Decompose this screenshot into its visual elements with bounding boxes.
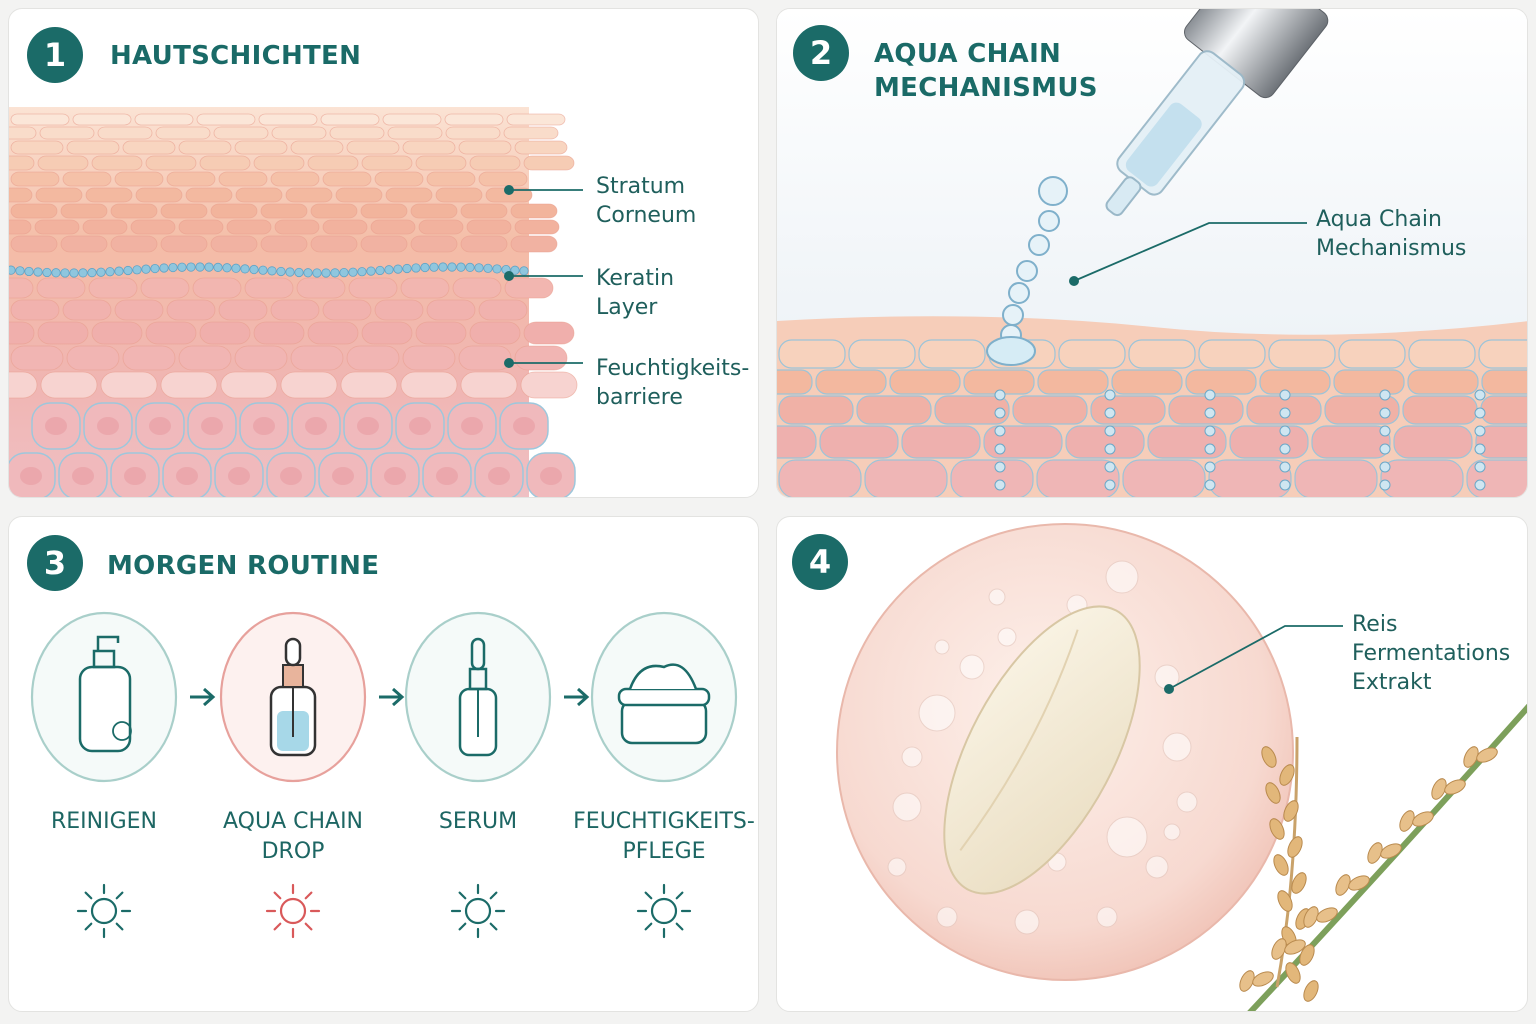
cream-jar-icon xyxy=(617,663,711,745)
arrow-icon xyxy=(190,687,216,707)
rice-stalk xyxy=(1239,703,1527,1011)
serum-bottle-step xyxy=(404,611,552,783)
moisture-bead-line xyxy=(9,262,529,278)
routine-steps-illustration xyxy=(30,611,738,939)
label-leader xyxy=(1164,625,1343,694)
step-label-cleanse: REINIGEN xyxy=(50,809,158,834)
step-label-serum: SERUM xyxy=(438,809,518,834)
step-label-moisturize: FEUCHTIGKEITS-PFLEGE xyxy=(573,809,755,864)
skin-cross-section xyxy=(9,107,578,497)
epidermis-cells xyxy=(9,113,578,399)
step-number-badge: 1 xyxy=(27,27,83,83)
sun-icon xyxy=(265,883,321,939)
dropper-bottle-step xyxy=(219,611,367,783)
cleanser-bottle-icon xyxy=(78,635,132,753)
sun-icon xyxy=(636,883,692,939)
dropper-bottle-icon xyxy=(269,637,317,757)
serum-bottle-icon xyxy=(458,637,498,757)
water-channels xyxy=(994,389,1486,491)
step-number-badge: 4 xyxy=(792,534,848,590)
aqua-chain-illustration xyxy=(777,9,1527,497)
cleanser-bottle-step xyxy=(30,611,178,783)
skin-layers-illustration xyxy=(9,107,583,497)
skin-surface xyxy=(777,316,1527,497)
dropper-pipette xyxy=(1105,9,1329,217)
sun-icon xyxy=(450,883,506,939)
step-number-badge: 3 xyxy=(27,535,83,591)
rice-extract-illustration xyxy=(836,523,1527,1011)
step-number-badge: 2 xyxy=(793,25,849,81)
sun-icon xyxy=(76,883,132,939)
arrow-icon xyxy=(564,687,590,707)
label-leader xyxy=(1069,222,1307,286)
label-leaders xyxy=(504,185,583,368)
label-moisture-barrier: Feuchtigkeits-barriere xyxy=(596,356,750,410)
arrow-icon xyxy=(379,687,405,707)
droplet-chain xyxy=(986,176,1068,366)
panel-title: HAUTSCHICHTEN xyxy=(110,41,362,71)
rice-grain xyxy=(943,605,1141,895)
cream-jar-step xyxy=(590,611,738,783)
panel-title: MORGEN ROUTINE xyxy=(107,551,380,581)
dermis-cells xyxy=(9,402,576,497)
